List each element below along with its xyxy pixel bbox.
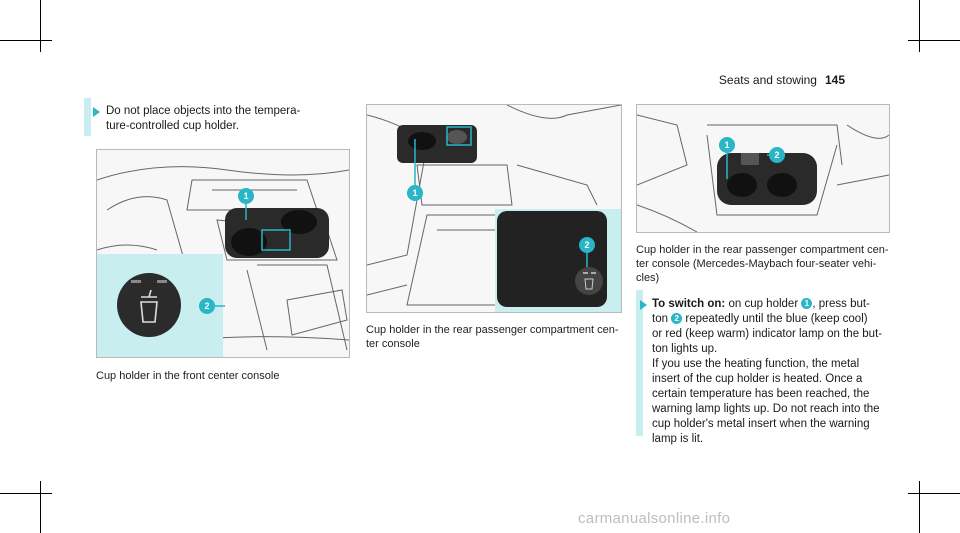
bullet-arrow-icon: [640, 300, 647, 310]
note-line: Do not place objects into the tempera-: [106, 105, 301, 117]
inline-callout-2: 2: [671, 313, 683, 324]
caption-maybach: Cup holder in the rear passenger compart…: [636, 243, 889, 285]
callout-1: [238, 188, 254, 204]
callout-2-label: 2: [584, 240, 589, 250]
callout-1-label: 1: [243, 191, 248, 201]
instruction-line: insert of the cup holder is heated. Once…: [652, 373, 863, 385]
front-console-illustration: 1 2: [97, 166, 349, 357]
figure-front-console: 1 2: [96, 149, 350, 358]
caption-line: Cup holder in the rear passenger compart…: [636, 244, 889, 256]
note-bar: [84, 98, 91, 136]
page-number: 145: [824, 73, 845, 87]
bullet-arrow-icon: [93, 107, 100, 117]
figure-maybach-console: 1 2: [636, 104, 890, 233]
callout-1: [719, 137, 735, 153]
crop-mark: [919, 481, 920, 533]
callout-2: [769, 147, 785, 163]
maybach-console-illustration: 1 2: [637, 114, 889, 232]
instruction-line: cup holder's metal insert when the warni…: [652, 418, 870, 430]
watermark: carmanualsonline.info: [578, 510, 731, 527]
instruction-bar: [636, 290, 643, 436]
crop-mark: [908, 40, 960, 41]
page-header: Seats and stowing 145: [719, 73, 845, 87]
inline-callout-1: 1: [801, 298, 813, 309]
crop-mark: [40, 481, 41, 533]
caption-front: Cup holder in the front center console: [96, 370, 280, 382]
instruction-line: If you use the heating function, the met…: [652, 358, 860, 370]
instruction-line: ton lights up.: [652, 343, 718, 355]
instruction-line: ton 2 repeatedly until the blue (keep co…: [652, 313, 868, 325]
callout-2: [199, 298, 215, 314]
instruction-text: To switch on: on cup holder 1, press but…: [652, 297, 892, 447]
note-line: ture-controlled cup holder.: [106, 120, 239, 132]
caption-line: Cup holder in the rear passenger compart…: [366, 324, 619, 336]
instruction-line: To switch on: on cup holder 1, press but…: [652, 298, 870, 310]
caption-line: cles): [636, 272, 660, 284]
instruction-line: warning lamp lights up. Do not reach int…: [652, 403, 880, 415]
instruction-line: lamp is lit.: [652, 433, 704, 445]
callout-2-label: 2: [774, 150, 779, 160]
crop-mark: [0, 493, 52, 494]
section-title: Seats and stowing: [718, 73, 817, 87]
callout-1: [407, 185, 423, 201]
callout-1-label: 1: [412, 188, 417, 198]
crop-mark: [919, 0, 920, 52]
figure-rear-console: 1 2: [366, 104, 622, 313]
crop-mark: [40, 0, 41, 52]
callout-2: [579, 237, 595, 253]
note-text: Do not place objects into the tempera- t…: [106, 104, 346, 134]
caption-rear: Cup holder in the rear passenger compart…: [366, 323, 619, 351]
crop-mark: [0, 40, 52, 41]
instruction-line: certain temperature has been reached, th…: [652, 388, 870, 400]
callout-2-label: 2: [204, 301, 209, 311]
crop-mark: [908, 493, 960, 494]
instruction-lead: To switch on:: [652, 298, 726, 310]
caption-line: ter console: [366, 338, 420, 350]
caption-line: ter console (Mercedes-Maybach four-seate…: [636, 258, 877, 270]
callout-1-label: 1: [724, 140, 729, 150]
rear-console-illustration: 1 2: [367, 105, 621, 312]
instruction-line: or red (keep warm) indicator lamp on the…: [652, 328, 883, 340]
